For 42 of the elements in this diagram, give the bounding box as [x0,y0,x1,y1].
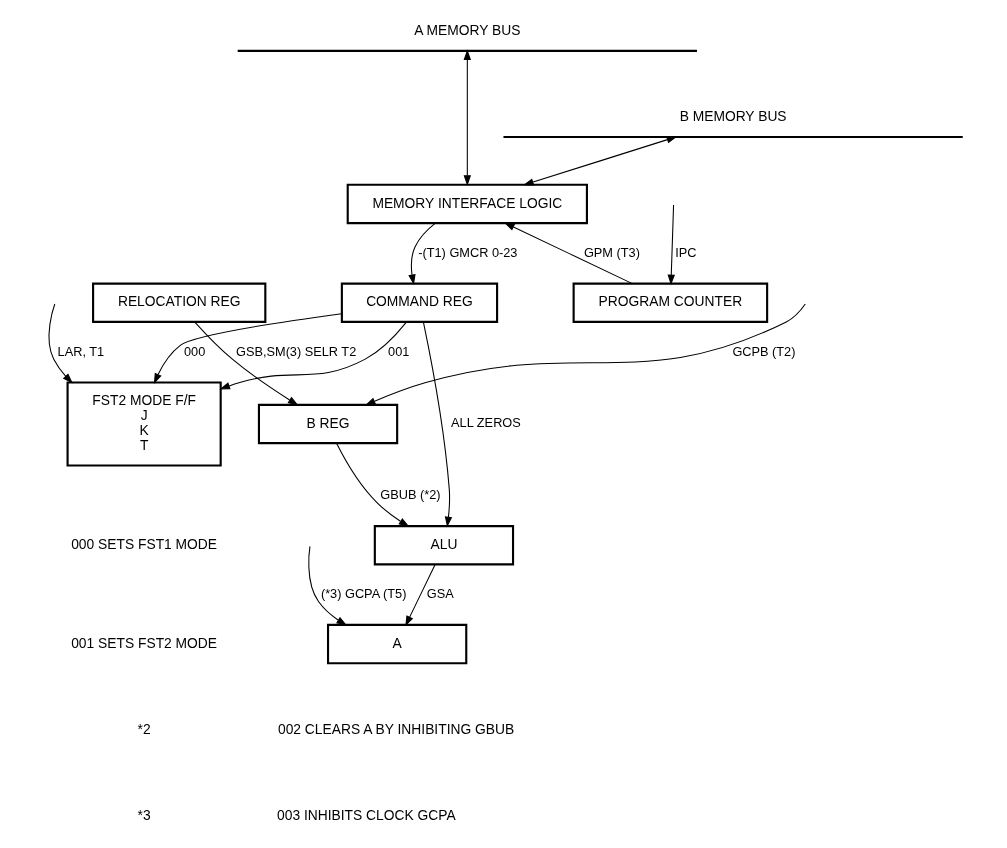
arrow [404,563,436,627]
label: *3 [137,806,151,823]
node-box: RELOCATION REG [91,282,266,323]
node-box: PROGRAM COUNTER [572,282,768,323]
arrow [522,136,677,186]
arrow [307,545,347,626]
arrow [218,321,407,390]
arrow [335,442,409,527]
arrow [194,321,298,406]
arrow [364,303,806,406]
label: *2 [137,720,151,737]
edge-label: GSB,SM(3) SELR T2 [235,343,356,359]
node-box: ALU [373,525,514,566]
arrow [422,321,452,528]
edge-label: GSA [426,585,454,601]
node-text: A MEMORY BUS [413,22,520,39]
node-box: COMMAND REG [340,282,498,323]
label: 002 CLEARS A BY INHIBITING GBUB [277,720,514,737]
label: 003 INHIBITS CLOCK GCPA [276,806,456,823]
node-text: B MEMORY BUS [679,108,787,125]
edge-label: GPM (T3) [583,244,640,260]
edge-label: GBUB (*2) [379,487,441,503]
edge-label: LAR, T1 [57,343,104,359]
arrow [503,222,633,285]
label: 001 SETS FST2 MODE [70,634,217,651]
arrow [463,49,471,186]
node-box: FST2 MODE F/F J K T [66,381,222,467]
node-box: A [326,623,467,665]
arrow [667,204,675,286]
arrow [47,303,73,384]
edge-label: GCPB (T2) [731,343,795,359]
arrow [153,313,342,384]
edge-label: IPC [674,244,696,260]
arrow [407,222,436,286]
edge-label: (*3) GCPA (T5) [320,585,406,601]
node-box: MEMORY INTERFACE LOGIC [346,183,588,225]
edge-label: 001 [387,343,409,359]
node-box: B REG [257,403,398,445]
label: 000 SETS FST1 MODE [70,535,217,552]
edge-label: 000 [183,343,205,359]
edge-label: -(T1) GMCR 0-23 [417,244,517,260]
edge-label: ALL ZEROS [450,415,521,431]
